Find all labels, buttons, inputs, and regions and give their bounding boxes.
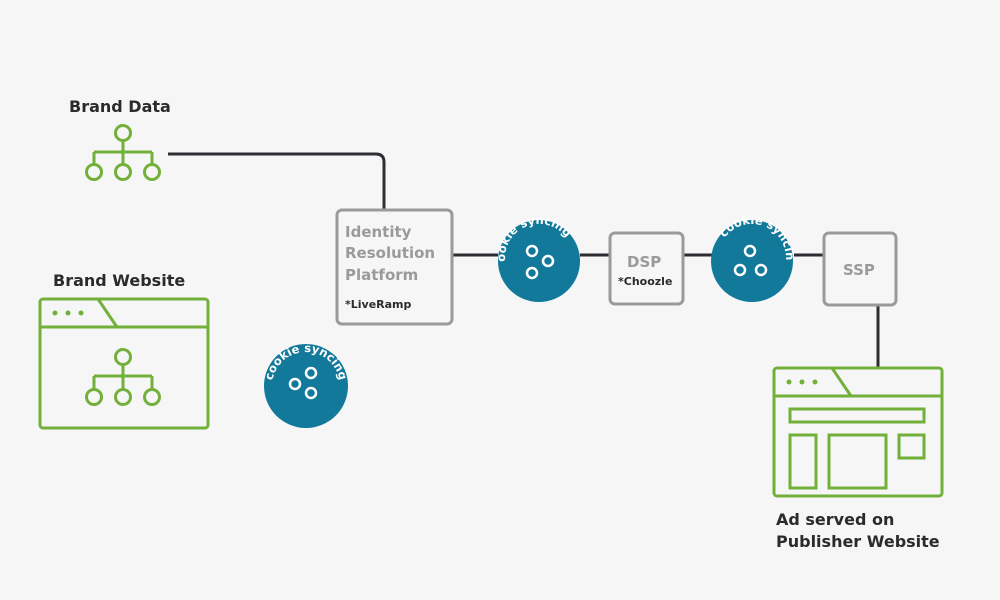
hierarchy-icon: [85, 124, 161, 181]
connector-lines: [168, 152, 880, 368]
dsp-title: DSP: [627, 253, 662, 271]
idp-title-line2: Resolution: [345, 244, 436, 262]
line-brand-data-to-idp: [168, 152, 386, 210]
dsp-vendor: *Choozle: [618, 275, 673, 288]
idp-vendor: *LiveRamp: [345, 298, 412, 311]
cookie-dots-icon: [525, 244, 555, 280]
publisher-website-browser-icon: [772, 366, 944, 498]
dsp-box: [608, 231, 685, 306]
identity-resolution-platform-box: [335, 208, 454, 326]
hierarchy-icon: [85, 348, 161, 406]
cookie-dots-icon: [288, 366, 318, 400]
ad-served-label-line2: Publisher Website: [776, 532, 940, 551]
ad-served-label-line1: Ad served on: [776, 510, 895, 529]
cookie-syncing-label: cookie syncing: [0, 0, 575, 262]
cookie-syncing-circle: cookie syncing: [0, 0, 580, 302]
brand-website-browser-icon: [38, 297, 210, 430]
cookie-dots-icon: [733, 244, 768, 277]
brand-data-label: Brand Data: [69, 97, 171, 116]
cookie-syncing-circle: cookie syncing: [262, 341, 350, 428]
brand-website-label: Brand Website: [53, 271, 186, 290]
ssp-box: [822, 231, 898, 307]
idp-title-line1: Identity: [345, 223, 412, 241]
svg-text:cookie syncing: cookie syncing: [0, 0, 575, 262]
idp-title-line3: Platform: [345, 266, 419, 284]
ssp-title: SSP: [843, 261, 875, 279]
